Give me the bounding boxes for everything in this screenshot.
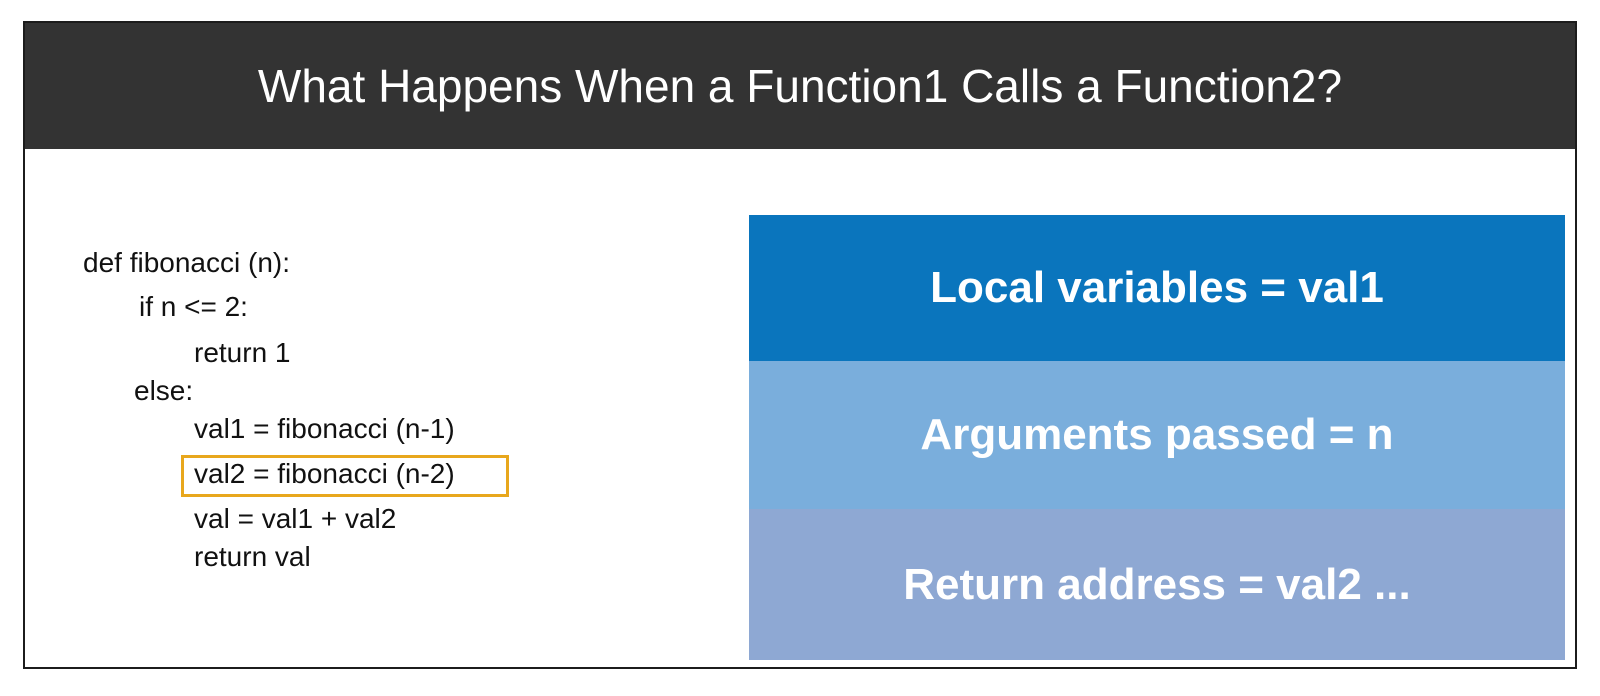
code-line-if: if n <= 2: xyxy=(139,291,248,322)
stack-block-label: Local variables = val1 xyxy=(930,263,1384,312)
code-line-val-sum: val = val1 + val2 xyxy=(194,503,397,534)
code-line-def: def fibonacci (n): xyxy=(83,247,290,278)
current-call-highlight xyxy=(181,455,509,497)
stack-block-label: Return address = val2 ... xyxy=(903,559,1411,609)
code-line-val2: val2 = fibonacci (n-2) xyxy=(194,458,455,489)
diagram-title: What Happens When a Function1 Calls a Fu… xyxy=(257,60,1343,112)
stack-block-local-variables: Local variables = val1 xyxy=(749,215,1565,361)
title-bar: What Happens When a Function1 Calls a Fu… xyxy=(25,23,1575,149)
stack-block-arguments: Arguments passed = n xyxy=(749,361,1565,509)
diagram-frame: What Happens When a Function1 Calls a Fu… xyxy=(23,21,1577,669)
code-line-return-val: return val xyxy=(194,541,311,572)
code-line-else: else: xyxy=(134,375,194,406)
stack-block-return-address: Return address = val2 ... xyxy=(749,509,1565,660)
stack-frame: Local variables = val1 Arguments passed … xyxy=(749,215,1565,660)
stack-block-label: Arguments passed = n xyxy=(920,410,1394,459)
code-line-return-1: return 1 xyxy=(194,337,291,368)
code-line-val1: val1 = fibonacci (n-1) xyxy=(194,413,455,444)
